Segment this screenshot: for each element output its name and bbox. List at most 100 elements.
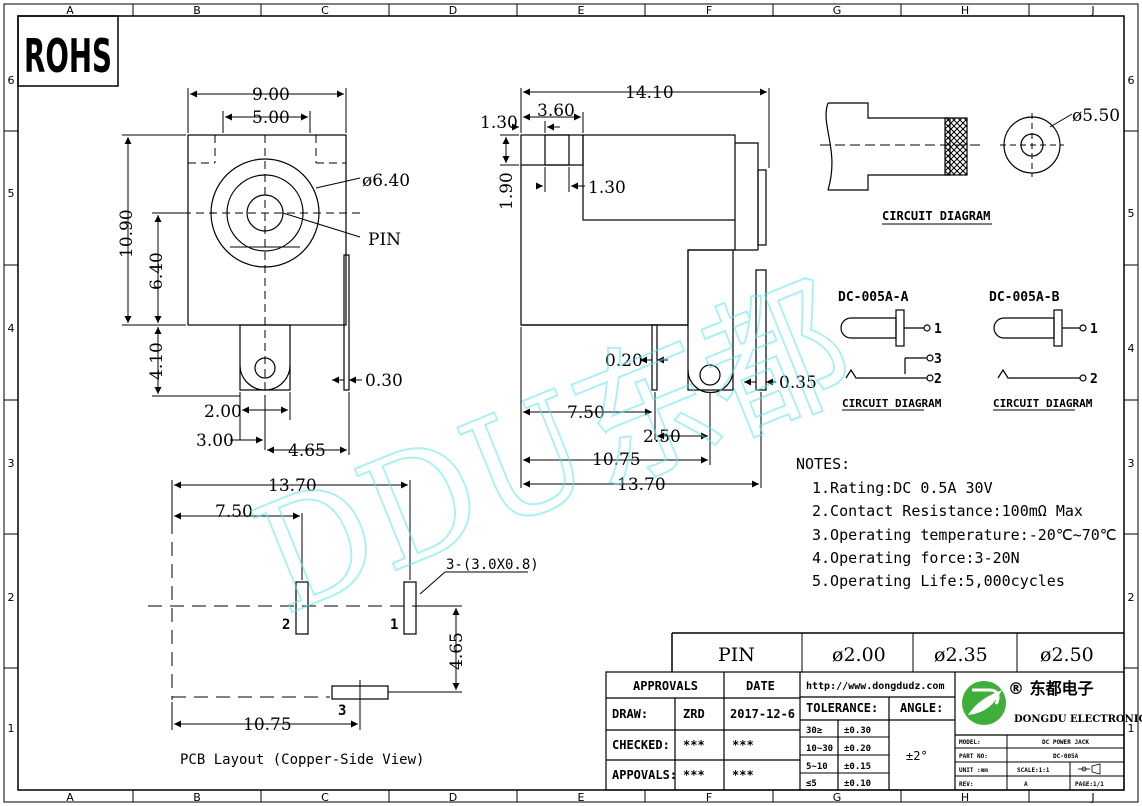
side-view-labels: 14.10 3.60 1.30 1.90 1.30 0.20 0.35 7.50…: [480, 83, 817, 495]
row-label: 5: [8, 187, 15, 200]
column-label: C: [321, 791, 329, 804]
model-value: DC POWER JACK: [1042, 739, 1089, 746]
circuit-a-labels: DC-005A-A 1 3 2 CIRCUIT DIAGRAM: [838, 290, 942, 410]
column-label: H: [961, 4, 969, 17]
tolerance-range: ≤5: [806, 779, 817, 789]
pin-number: 2: [934, 372, 942, 387]
tolerance-value: ±0.10: [844, 779, 871, 789]
pcb-pin-number: 1: [390, 617, 398, 633]
frame-column-labels: A B C D E F G H J A B C D E F G H J: [66, 4, 1094, 804]
company-url: http://www.dongdudz.com: [806, 681, 944, 692]
row-label: 2: [8, 591, 15, 604]
title-block-grid: [605, 671, 1125, 791]
row-label: 2: [1128, 591, 1135, 604]
pcb-pin-number: 2: [282, 617, 290, 633]
row-label: 6: [8, 74, 15, 87]
column-label: G: [833, 791, 842, 804]
row-label: 4: [8, 322, 15, 335]
pcb-dimensions: [171, 480, 528, 730]
rohs-mark: ROHS: [17, 15, 119, 87]
circuit-b: [993, 309, 1087, 411]
pin-diameter: ø2.00: [832, 644, 886, 666]
checked-date: ***: [732, 738, 754, 752]
pcb-caption: PCB Layout (Copper-Side View): [180, 752, 424, 768]
tolerance-label: TOLERANCE:: [806, 701, 878, 715]
frame-ticks: [4, 4, 1138, 802]
side-view: [520, 134, 767, 394]
dim-label: 9.00: [252, 85, 290, 105]
tolerance-value: ±0.30: [844, 726, 871, 736]
appovals-name: ***: [683, 768, 705, 782]
watermark: DDU东都: [232, 254, 874, 650]
pcb-labels: 13.70 7.50 3-(3.0X0.8) 2 1 3 4.65 10.75 …: [180, 476, 539, 768]
pin-number: 2: [1090, 372, 1098, 387]
approvals-header: APPROVALS: [633, 679, 698, 693]
projection-symbol-icon: [1078, 763, 1101, 775]
draw-name: ZRD: [683, 707, 705, 721]
tolerance-range: 30≥: [806, 726, 823, 736]
dim-label: 6.40: [147, 252, 167, 290]
unit-label: UNIT :mm: [959, 767, 988, 774]
rev-value: A: [1024, 781, 1028, 788]
dim-label: 10.90: [117, 209, 137, 258]
appovals-date: ***: [732, 768, 754, 782]
circuit-diagram-label: CIRCUIT DIAGRAM: [993, 397, 1093, 410]
column-label: C: [321, 4, 329, 17]
dim-label: 10.75: [243, 715, 292, 735]
watermark-text: DDU东都: [233, 255, 873, 649]
column-label: A: [66, 4, 74, 17]
note-item: 5.Operating Life:5,000cycles: [812, 572, 1065, 590]
column-label: D: [449, 791, 457, 804]
dim-label: 1.30: [588, 178, 626, 198]
dim-label: 4.10: [147, 342, 167, 380]
side-view-dimensions: [500, 88, 776, 488]
dim-label: 0.30: [365, 371, 403, 391]
pcb-layout: [148, 520, 462, 705]
column-label: D: [449, 4, 457, 17]
pin-header: PIN: [718, 644, 755, 666]
scale-label: SCALE:1:1: [1017, 767, 1050, 774]
column-label: J: [1090, 4, 1094, 17]
circuit-diagram-label: CIRCUIT DIAGRAM: [882, 209, 990, 223]
dim-label: 2.00: [204, 402, 242, 422]
front-view: [170, 134, 360, 400]
pin-number: 3: [934, 352, 942, 367]
dim-label: 7.50: [567, 403, 605, 423]
pin-table-labels: PIN ø2.00 ø2.35 ø2.50: [718, 644, 1094, 666]
row-label: 1: [1128, 722, 1135, 735]
plug-diameter-label: ø5.50: [1072, 106, 1120, 126]
pcb-pin-number: 3: [338, 703, 346, 719]
dim-label: ø6.40: [362, 171, 410, 191]
pin-number: 1: [934, 322, 942, 337]
part-label: PART NO:: [959, 753, 988, 760]
pin-number: 1: [1090, 322, 1098, 337]
page-label: PAGE:1/1: [1075, 781, 1104, 788]
pin-table: [671, 632, 1124, 672]
plug-drawing: [820, 102, 1073, 225]
front-view-dimensions: [122, 88, 362, 455]
dim-label: 5.00: [252, 108, 290, 128]
tolerance-range: 5~10: [806, 762, 828, 772]
column-label: G: [833, 4, 842, 17]
appovals-label: APPOVALS:: [612, 768, 677, 782]
column-label: F: [706, 4, 712, 17]
company-logo: [962, 681, 1006, 725]
circuit-a: [840, 309, 934, 411]
draw-date: 2017-12-6: [730, 707, 795, 721]
title-block-text: APPROVALS DATE DRAW: ZRD 2017-12-6 CHECK…: [612, 679, 944, 789]
dim-label: 4.65: [447, 632, 467, 670]
rev-label: REV:: [959, 781, 973, 788]
pin-label: PIN: [368, 230, 401, 250]
sheet-frame: [3, 3, 1139, 803]
row-label: 3: [8, 457, 15, 470]
notes-title: NOTES:: [796, 455, 850, 473]
circuit-diagram-label: CIRCUIT DIAGRAM: [842, 397, 942, 410]
draw-label: DRAW:: [612, 707, 648, 721]
pin-diameter: ø2.50: [1040, 644, 1094, 666]
dim-label: 1.90: [497, 172, 517, 210]
angle-value: ±2°: [906, 749, 928, 763]
notes: NOTES: 1.Rating:DC 0.5A 30V 2.Contact Re…: [796, 455, 1117, 590]
dim-label: 3.60: [537, 101, 575, 121]
row-label: 5: [1128, 207, 1135, 220]
